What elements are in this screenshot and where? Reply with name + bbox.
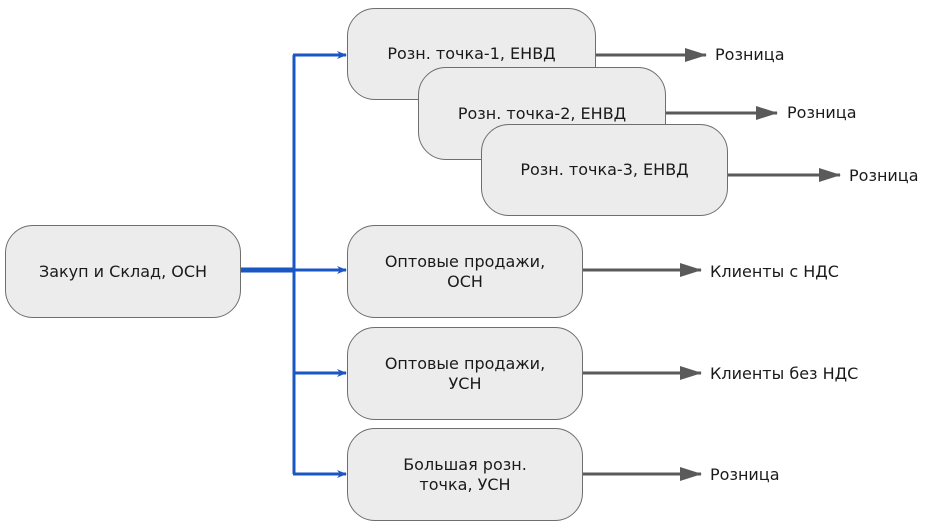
node-wholesale-usn-label: Оптовые продажи, УСН [384,353,546,393]
source-node: Закуп и Склад, ОСН [5,225,241,318]
target-label-retail-3: Розница [849,166,919,185]
node-big-retail-usn-label: Большая розн. точка, УСН [403,454,527,494]
node-retail-1-label: Розн. точка-1, ЕНВД [387,44,556,63]
node-retail-2-label: Розн. точка-2, ЕНВД [457,104,627,123]
source-node-label: Закуп и Склад, ОСН [38,261,208,281]
node-wholesale-usn: Оптовые продажи, УСН [347,327,583,420]
target-label-wholesale-osn: Клиенты с НДС [710,262,839,281]
node-wholesale-osn: Оптовые продажи, ОСН [347,225,583,318]
target-label-big-retail: Розница [710,465,780,484]
target-label-retail-2: Розница [787,103,857,122]
node-retail-3: Розн. точка-3, ЕНВД [481,124,728,216]
node-retail-3-label: Розн. точка-3, ЕНВД [520,160,689,179]
node-big-retail-usn: Большая розн. точка, УСН [347,428,583,521]
node-wholesale-osn-label: Оптовые продажи, ОСН [384,251,546,291]
target-label-retail-1: Розница [715,45,785,64]
target-label-wholesale-usn: Клиенты без НДС [710,364,859,383]
